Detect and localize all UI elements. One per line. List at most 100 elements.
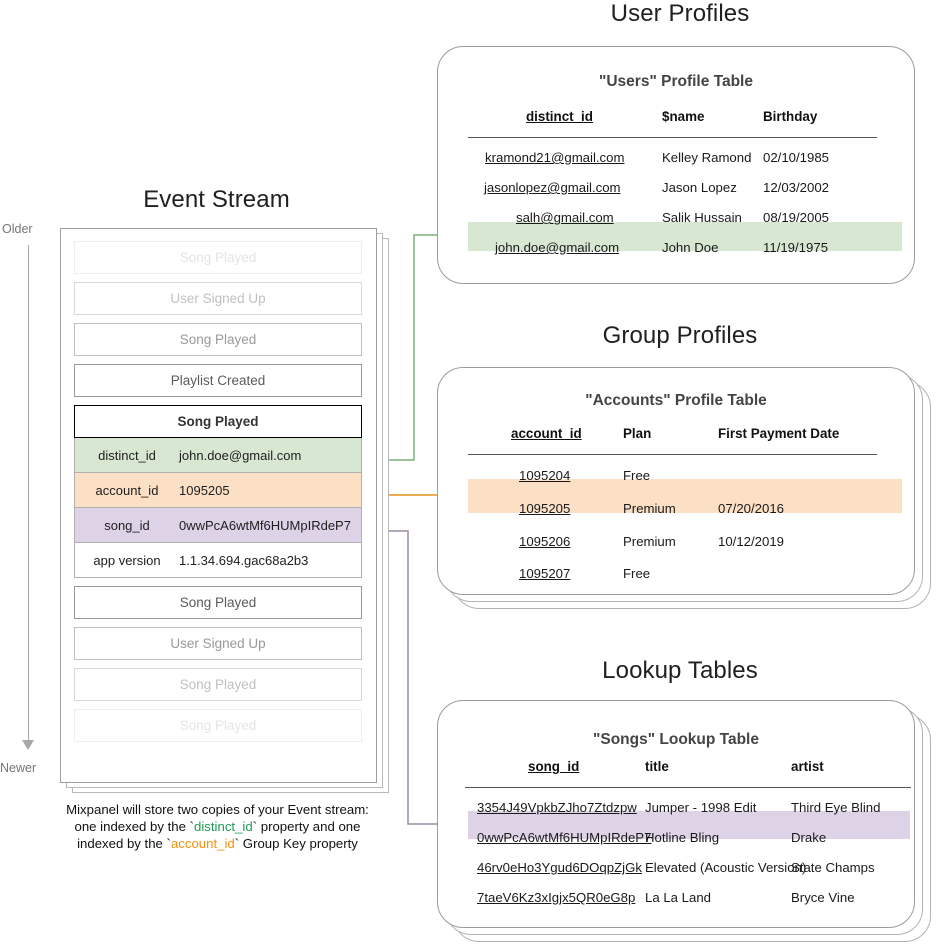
- table-row[interactable]: 7taeV6Kz3xIgjx5QR0eG8p La La Land Bryce …: [438, 890, 914, 910]
- group-profiles-section-title: Group Profiles: [602, 322, 758, 349]
- time-axis-line: [28, 245, 30, 742]
- caption-account-id-token: account_id: [170, 836, 235, 851]
- table-row[interactable]: 1095207 Free: [438, 566, 914, 586]
- event-item[interactable]: Song Played: [74, 323, 362, 356]
- axis-label-older: Older: [2, 222, 33, 236]
- caption-line-3a: indexed by the `: [77, 836, 171, 851]
- users-header-rule: [468, 137, 877, 139]
- accounts-cell-first-payment: 07/20/2016: [718, 501, 785, 516]
- event-item[interactable]: Song Played: [74, 668, 362, 701]
- users-col-2: Birthday: [763, 109, 818, 124]
- accounts-table-title: "Accounts" Profile Table: [585, 392, 767, 409]
- axis-label-newer: Newer: [0, 761, 37, 775]
- users-cell-name: Salik Hussain: [662, 210, 742, 225]
- event-item[interactable]: Song Played: [74, 709, 362, 742]
- users-table-title: "Users" Profile Table: [599, 73, 753, 90]
- users-cell-name: Kelley Ramond: [662, 150, 752, 165]
- accounts-cell-account-id: 1095204: [519, 468, 571, 483]
- accounts-cell-plan: Free: [623, 468, 651, 483]
- songs-col-1: title: [645, 759, 669, 774]
- users-header-row: distinct_id $name Birthday: [438, 109, 914, 135]
- songs-lookup-card: "Songs" Lookup Table song_id title artis…: [437, 700, 915, 928]
- users-col-0: distinct_id: [526, 109, 593, 124]
- caption-line-2c: ` property and one: [252, 819, 361, 834]
- users-cell-birthday: 12/03/2002: [763, 180, 830, 195]
- caption-line-3c: ` Group Key property: [234, 836, 358, 851]
- table-row[interactable]: kramond21@gmail.com Kelley Ramond 02/10/…: [438, 150, 914, 170]
- user-profiles-section-title: User Profiles: [610, 0, 750, 27]
- accounts-cell-plan: Premium: [623, 534, 676, 549]
- users-cell-birthday: 02/10/1985: [763, 150, 830, 165]
- property-value: 1.1.34.694.gac68a2b3: [179, 552, 309, 568]
- songs-cell-song-id: 46rv0eHo3Ygud6DOqpZjGk: [477, 860, 642, 875]
- accounts-cell-account-id: 1095206: [519, 534, 571, 549]
- songs-cell-title: La La Land: [645, 890, 712, 905]
- users-cell-name: Jason Lopez: [662, 180, 737, 195]
- users-cell-distinct-id: jasonlopez@gmail.com: [484, 180, 621, 195]
- users-profile-card: "Users" Profile Table distinct_id $name …: [437, 46, 915, 284]
- songs-cell-artist: Drake: [791, 830, 827, 845]
- songs-cell-artist: State Champs: [791, 860, 875, 875]
- table-row[interactable]: jasonlopez@gmail.com Jason Lopez 12/03/2…: [438, 180, 914, 200]
- users-cell-distinct-id: john.doe@gmail.com: [495, 240, 620, 255]
- property-key: account_id: [95, 482, 159, 498]
- property-key: song_id: [104, 517, 150, 533]
- event-property-row-distinct-id: distinct_id john.doe@gmail.com: [74, 438, 362, 473]
- users-col-1: $name: [662, 109, 705, 124]
- event-list: Song Played User Signed Up Song Played P…: [74, 241, 362, 750]
- accounts-cell-plan: Free: [623, 566, 651, 581]
- expanded-event-name: Song Played: [74, 405, 362, 438]
- table-row[interactable]: 46rv0eHo3Ygud6DOqpZjGk Elevated (Acousti…: [438, 860, 914, 880]
- table-row[interactable]: 0wwPcA6wtMf6HUMpIRdeP7 Hotline Bling Dra…: [438, 830, 914, 850]
- property-key: distinct_id: [98, 447, 156, 463]
- table-row[interactable]: john.doe@gmail.com John Doe 11/19/1975: [438, 240, 914, 260]
- event-property-row-account-id: account_id 1095205: [74, 473, 362, 508]
- users-cell-name: John Doe: [662, 240, 719, 255]
- songs-cell-title: Elevated (Acoustic Version): [645, 860, 807, 875]
- event-item[interactable]: User Signed Up: [74, 282, 362, 315]
- songs-cell-artist: Third Eye Blind: [791, 800, 881, 815]
- event-item[interactable]: Playlist Created: [74, 364, 362, 397]
- table-row[interactable]: 1095206 Premium 10/12/2019: [438, 534, 914, 554]
- property-key: app version: [93, 552, 161, 568]
- users-profile-table: distinct_id $name Birthday kramond21@gma…: [438, 109, 914, 255]
- songs-cell-title: Hotline Bling: [645, 830, 720, 845]
- event-stream-title: Event Stream: [143, 186, 290, 213]
- time-axis-arrow-icon: [22, 740, 34, 750]
- group-profiles-card-wrap: "Accounts" Profile Table account_id Plan…: [437, 367, 937, 617]
- table-row[interactable]: 1095204 Free: [438, 468, 914, 488]
- table-row[interactable]: 3354J49VpkbZJho7Ztdzpw Jumper - 1998 Edi…: [438, 800, 914, 820]
- user-profiles-card-wrap: "Users" Profile Table distinct_id $name …: [437, 46, 937, 288]
- users-cell-distinct-id: salh@gmail.com: [516, 210, 614, 225]
- lookup-tables-section-title: Lookup Tables: [602, 657, 758, 684]
- property-value: 1095205: [179, 482, 230, 498]
- accounts-cell-account-id: 1095205: [519, 501, 571, 516]
- songs-cell-song-id: 7taeV6Kz3xIgjx5QR0eG8p: [477, 890, 636, 905]
- table-row[interactable]: 1095205 Premium 07/20/2016: [438, 501, 914, 521]
- songs-cell-title: Jumper - 1998 Edit: [645, 800, 757, 815]
- event-stream-caption: Mixpanel will store two copies of your E…: [35, 801, 400, 852]
- users-row-highlight: [468, 222, 902, 251]
- event-property-row-app-version: app version 1.1.34.694.gac68a2b3: [74, 543, 362, 578]
- caption-line-2a: one indexed by the `: [74, 819, 195, 834]
- songs-header-rule: [465, 787, 911, 789]
- accounts-col-1: Plan: [623, 426, 652, 441]
- caption-distinct-id-token: distinct_id: [194, 819, 253, 834]
- table-row[interactable]: salh@gmail.com Salik Hussain 08/19/2005: [438, 210, 914, 230]
- accounts-col-2: First Payment Date: [718, 426, 840, 441]
- event-item[interactable]: User Signed Up: [74, 627, 362, 660]
- accounts-profile-card: "Accounts" Profile Table account_id Plan…: [437, 367, 915, 595]
- users-cell-birthday: 11/19/1975: [763, 240, 829, 255]
- event-property-row-song-id: song_id 0wwPcA6wtMf6HUMpIRdeP7: [74, 508, 362, 543]
- users-cell-distinct-id: kramond21@gmail.com: [485, 150, 625, 165]
- event-stream-panel: Song Played User Signed Up Song Played P…: [60, 228, 377, 783]
- accounts-cell-plan: Premium: [623, 501, 676, 516]
- expanded-event-card[interactable]: Song Played distinct_id john.doe@gmail.c…: [74, 405, 362, 578]
- accounts-cell-account-id: 1095207: [519, 566, 571, 581]
- event-item[interactable]: Song Played: [74, 586, 362, 619]
- accounts-row-highlight: [468, 479, 902, 513]
- songs-col-0: song_id: [528, 759, 580, 774]
- users-cell-birthday: 08/19/2005: [763, 210, 830, 225]
- event-item[interactable]: Song Played: [74, 241, 362, 274]
